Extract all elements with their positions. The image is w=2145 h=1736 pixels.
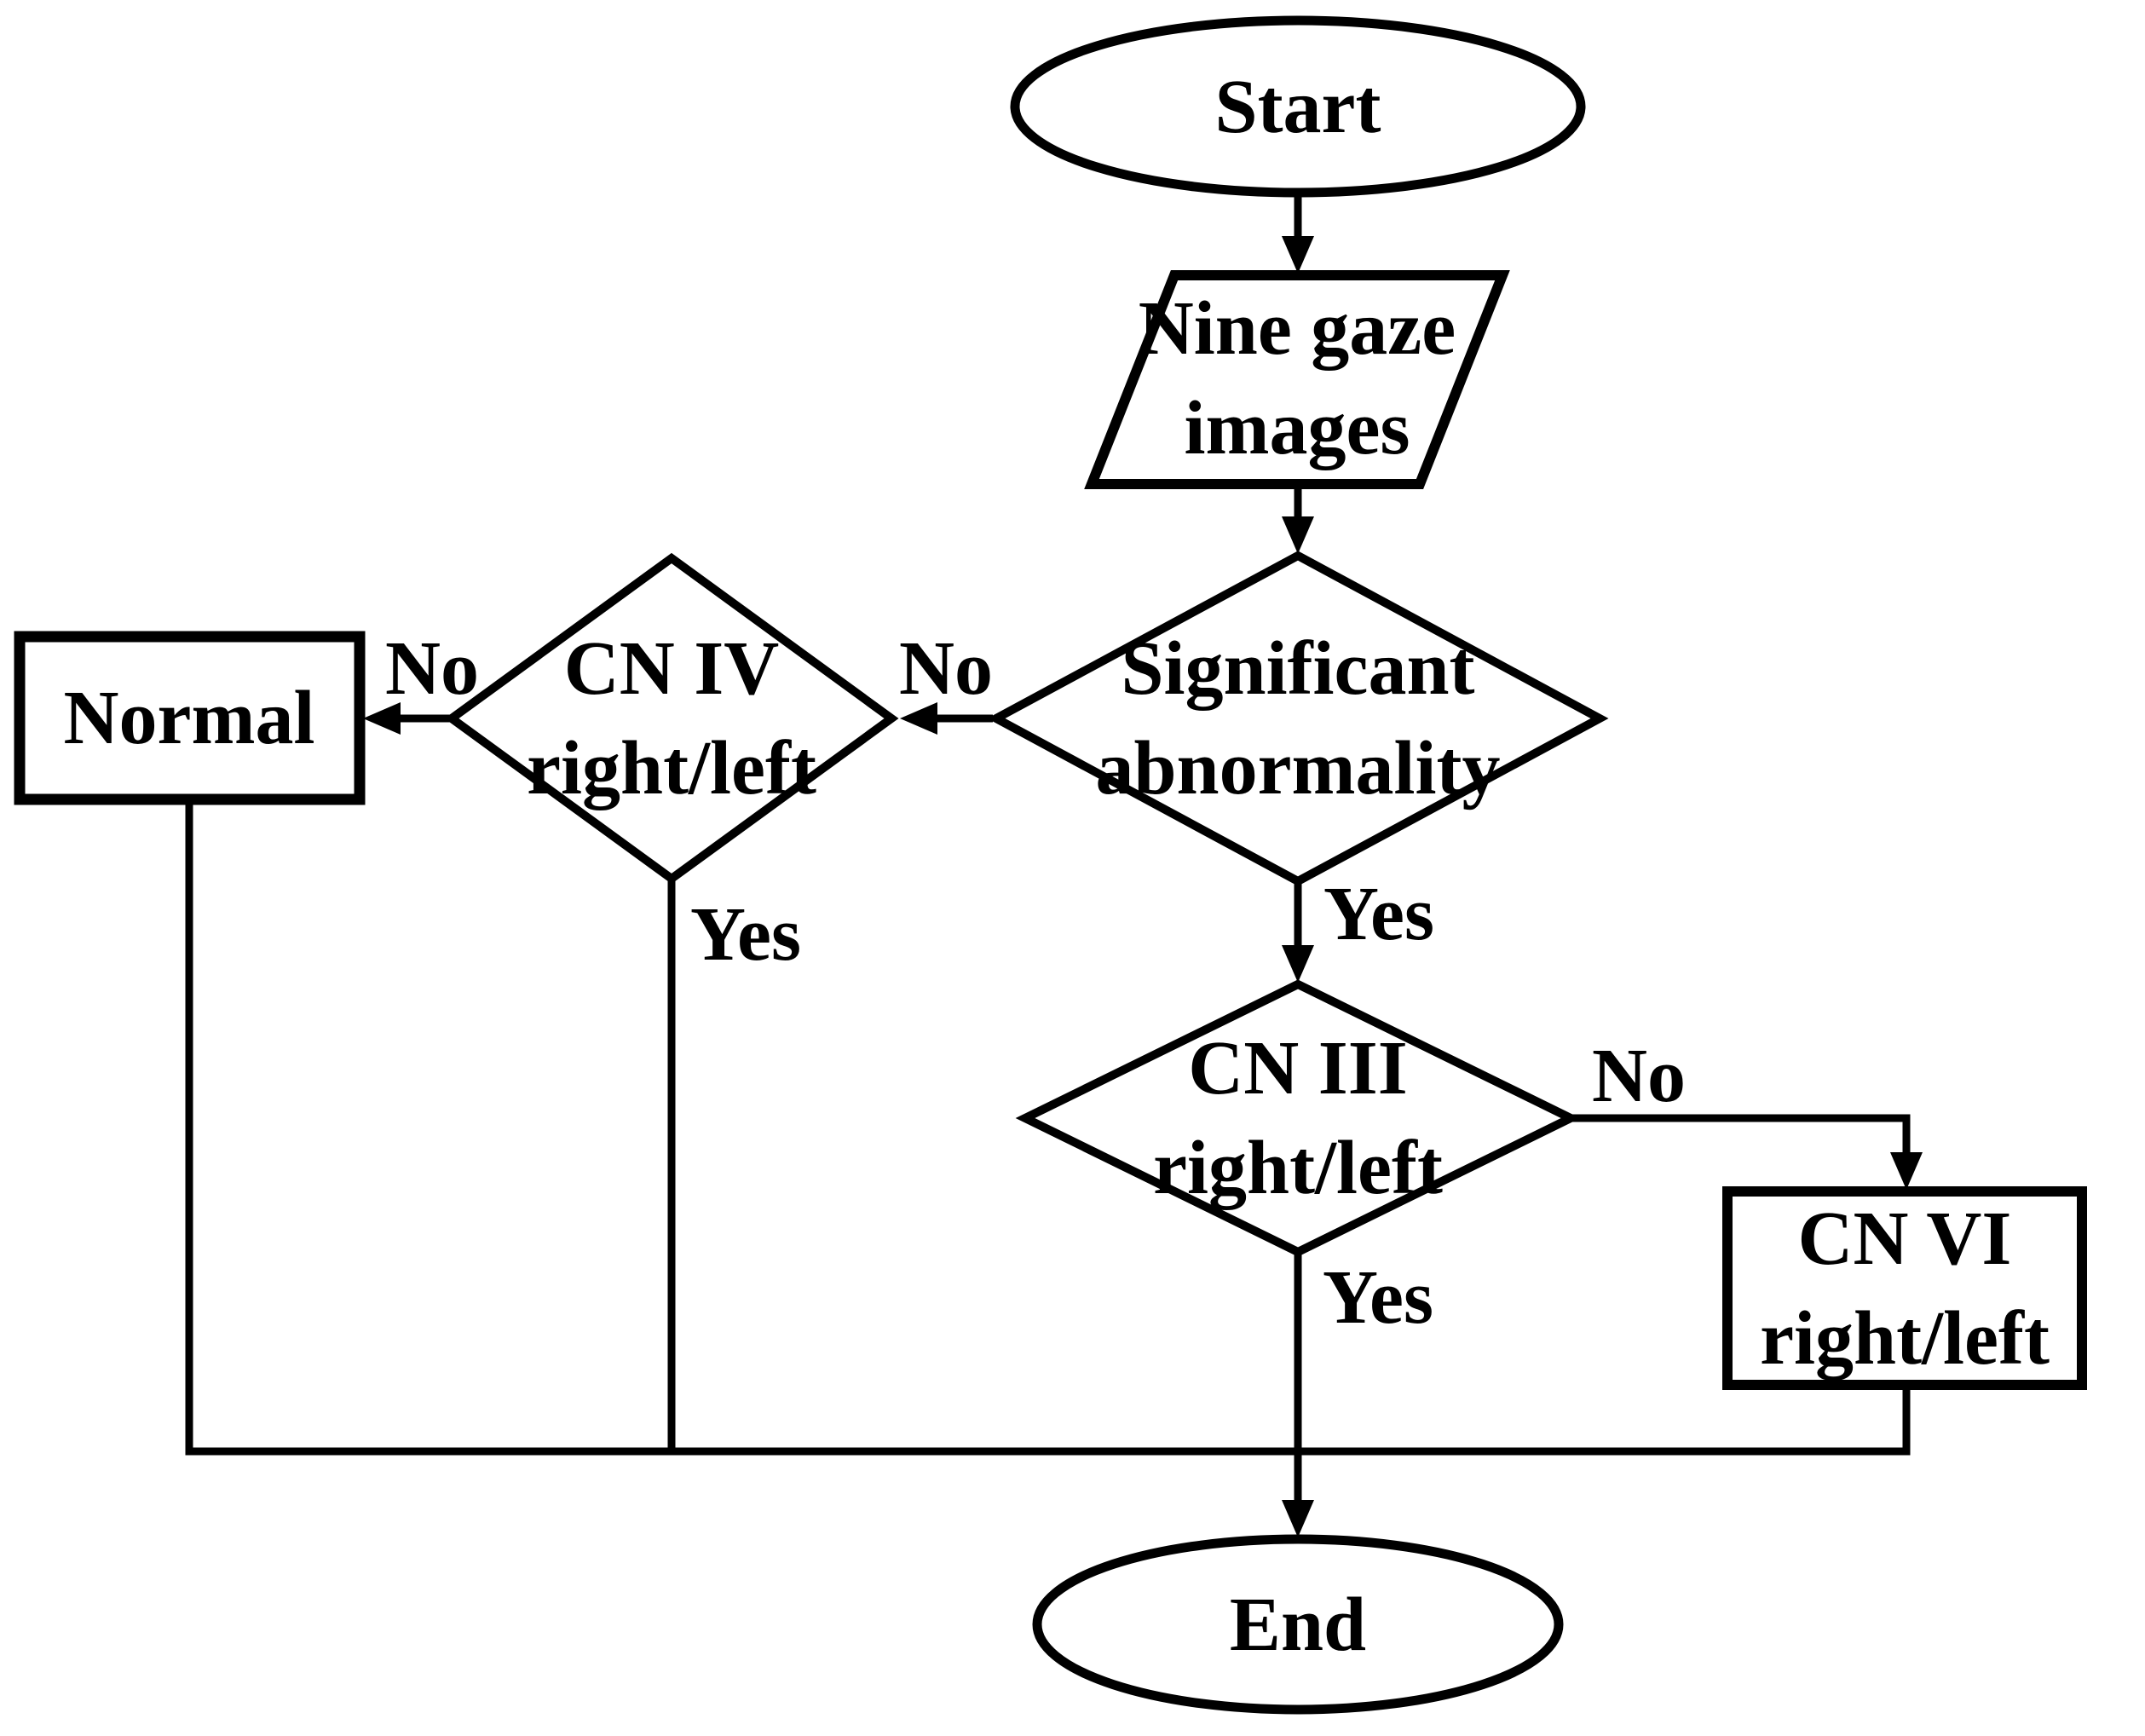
edge-label-cniii-no: No [1592, 1034, 1686, 1118]
cniv-diamond [444, 552, 899, 885]
edge-label-cniv-no: No [385, 626, 479, 711]
sigab-diamond [987, 551, 1609, 886]
cniv-text-line1: CN IV [563, 626, 780, 711]
end-ellipse [1032, 1534, 1564, 1715]
cniii-text-line1: CN III [1188, 1026, 1408, 1110]
edge-label-cniii-yes: Yes [1323, 1255, 1433, 1340]
sigab-text-line2: abnormality [1095, 726, 1501, 810]
start-text: Start [1214, 64, 1381, 149]
arrowhead-into-end [1282, 1500, 1314, 1537]
edge-bottom-merge-rail [185, 799, 1911, 1456]
start-node-label: Start [1127, 47, 1468, 166]
normal-text: Normal [63, 676, 315, 760]
edge-label-sigab-no: No [899, 626, 993, 711]
edge-label-sigab-yes: Yes [1323, 872, 1434, 956]
arrowhead-into-cniii [1282, 945, 1314, 983]
arrowhead-into-cniv [900, 702, 937, 735]
arrowhead-into-normal [363, 702, 401, 735]
normal-rectangle [14, 631, 366, 805]
sigab-text-line1: Significant [1121, 626, 1475, 711]
ninegaze-parallelogram [1084, 270, 1510, 489]
edge-label-cniv-yes: Yes [690, 892, 801, 977]
ninegaze-text-line2: images [1184, 386, 1410, 470]
cnvi-text-line1: CN VI [1797, 1196, 2012, 1281]
cnvi-node-label: CN VI right/left [1736, 1191, 2073, 1385]
cnvi-rectangle [1722, 1186, 2087, 1390]
end-text: End [1229, 1582, 1367, 1667]
ninegaze-text-line1: Nine gaze [1138, 286, 1456, 371]
arrowhead-into-ninegaze [1282, 236, 1314, 274]
cniii-text-line2: right/left [1153, 1126, 1443, 1210]
cniii-node-label: CN III right/left [1085, 1012, 1511, 1225]
end-node-label: End [1127, 1565, 1468, 1684]
cniv-text-line2: right/left [527, 726, 816, 810]
cnvi-text-line2: right/left [1760, 1295, 2050, 1381]
sigab-node-label: Significant abnormality [1042, 612, 1554, 825]
edge-cniii-no-to-cnvi [1571, 1114, 1911, 1154]
arrowhead-into-cnvi [1890, 1152, 1923, 1190]
normal-node-label: Normal [27, 637, 351, 799]
cniii-diamond [1015, 979, 1581, 1257]
ninegaze-node-label: Nine gaze images [1084, 273, 1510, 484]
arrowhead-into-sigab [1282, 516, 1314, 554]
cniv-node-label: CN IV right/left [458, 612, 885, 825]
start-ellipse [1010, 15, 1586, 198]
